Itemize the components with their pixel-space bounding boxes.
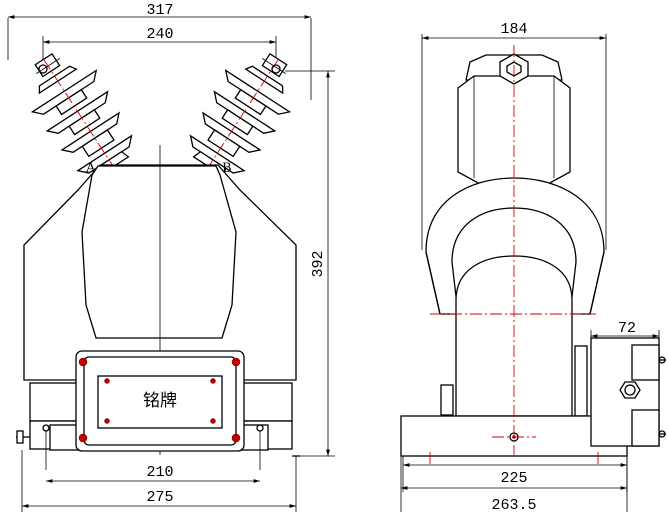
dim-box-width-text: 72 — [618, 320, 636, 337]
dim-side-mount: 225 — [402, 456, 628, 492]
bolt-icon — [231, 357, 241, 367]
side-view: 184 — [400, 21, 666, 514]
rivet-icon — [104, 418, 110, 424]
dim-height-text: 392 — [310, 250, 327, 277]
nameplate-label: 铭牌 — [143, 391, 177, 411]
rivet-icon — [104, 378, 110, 384]
dim-height: 392 — [285, 70, 335, 457]
bolt-icon — [231, 433, 241, 443]
dim-mount-inner-text: 210 — [146, 464, 173, 481]
bolt-icon — [78, 357, 88, 367]
front-core — [81, 165, 237, 339]
dim-overall-width-text: 317 — [146, 2, 173, 19]
rivet-icon — [210, 378, 216, 384]
dim-overall-width: 317 — [7, 2, 312, 100]
dim-bushing-spacing: 240 — [42, 26, 277, 68]
side-terminal-box — [590, 337, 666, 447]
dim-box-width: 72 — [590, 320, 660, 345]
dim-top-width-text: 184 — [500, 21, 527, 38]
dim-mount-inner: 210 — [46, 464, 260, 483]
dim-top-width: 184 — [421, 21, 607, 250]
terminal-b-screw — [271, 64, 281, 74]
dim-bushing-spacing-text: 240 — [146, 26, 173, 43]
bolt-head-icon — [624, 384, 636, 396]
bolt-icon — [78, 433, 88, 443]
rivet-icon — [210, 418, 216, 424]
terminal-a-screw — [38, 64, 48, 74]
side-left-rail — [440, 384, 454, 416]
dim-base-width: 275 — [21, 450, 297, 512]
dim-side-base: 263.5 — [400, 456, 628, 514]
dim-side-mount-text: 225 — [500, 470, 527, 487]
right-bushing — [189, 52, 292, 179]
dim-side-base-text: 263.5 — [491, 497, 536, 514]
left-mount-foot — [16, 382, 83, 470]
side-right-rail — [574, 345, 588, 417]
terminal-a-label: A — [85, 161, 96, 176]
front-view: 317 240 392 — [7, 2, 335, 512]
terminal-b-label: B — [222, 161, 232, 176]
right-mount-foot — [235, 382, 300, 470]
left-bushing — [30, 52, 133, 179]
dim-base-width-text: 275 — [146, 489, 173, 506]
nameplate-assembly: 铭牌 — [75, 350, 245, 452]
